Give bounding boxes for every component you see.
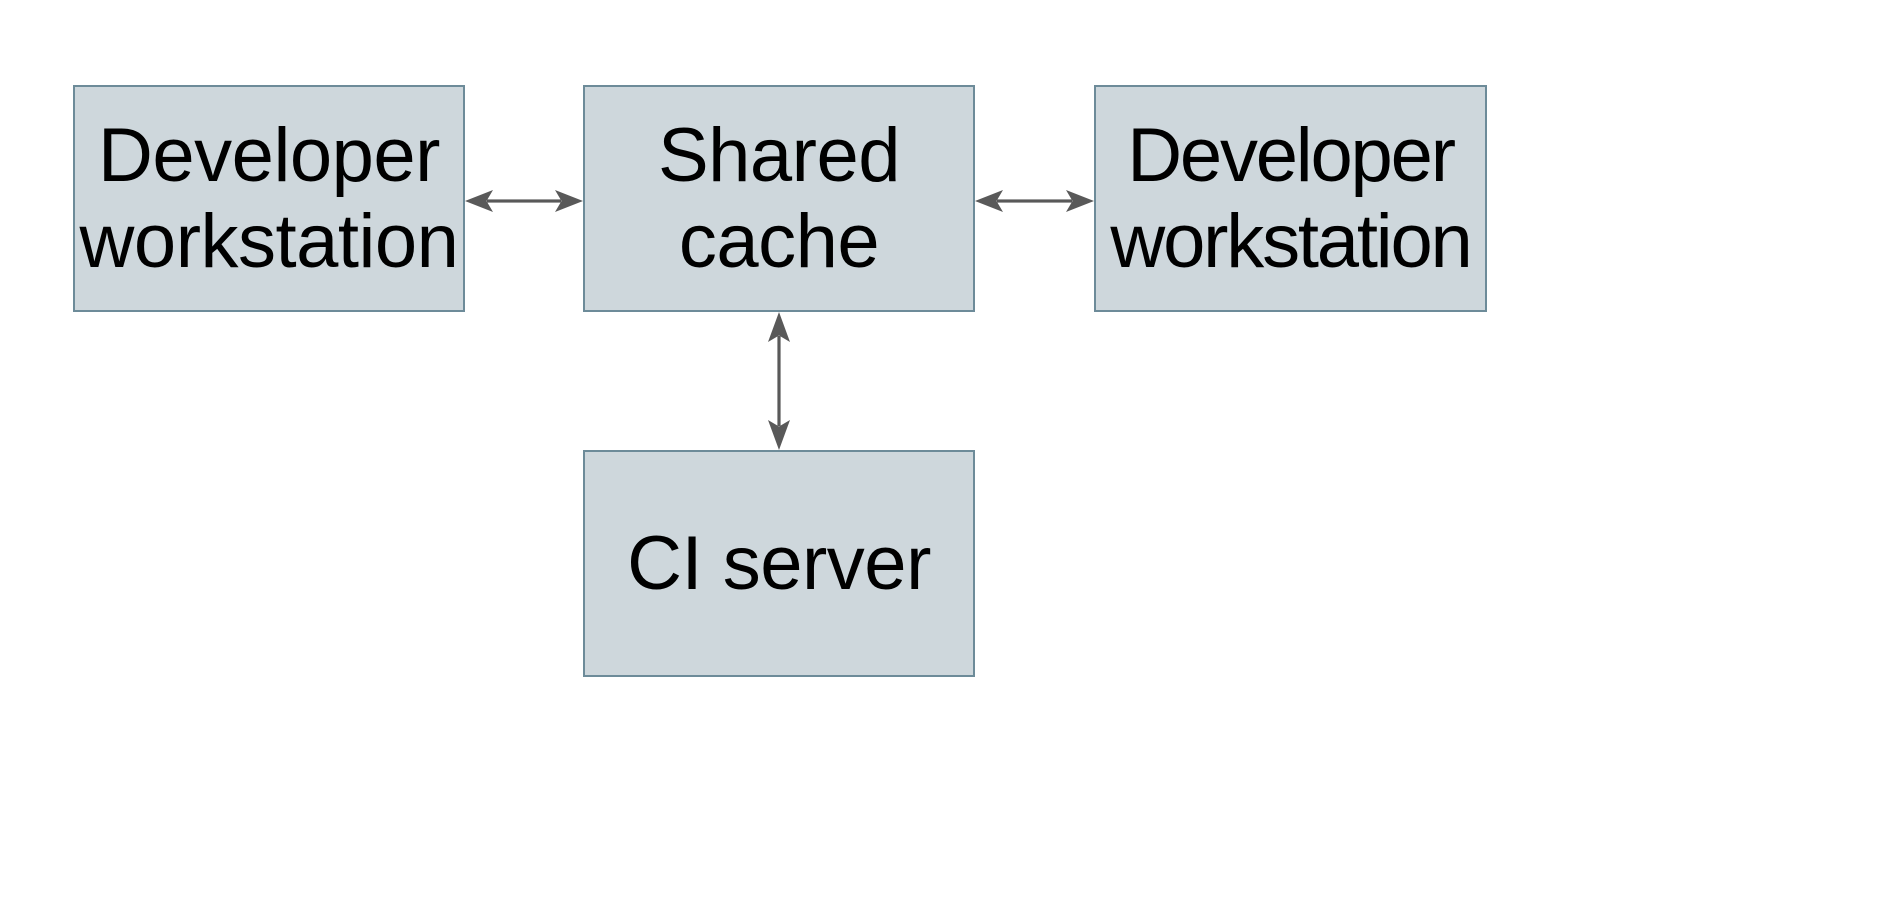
node-dev-workstation-right[interactable]: Developer workstation [1094,85,1487,312]
node-label-ci-server: CI server [627,520,931,606]
node-ci-server[interactable]: CI server [583,450,975,677]
arrow-double-horizontal-left [465,190,583,212]
node-label-dev-workstation-left: Developer workstation [79,113,459,284]
edge-dev-left-to-shared-cache[interactable] [465,183,583,219]
node-shared-cache[interactable]: Shared cache [583,85,975,312]
edge-shared-cache-to-dev-right[interactable] [975,183,1094,219]
node-label-dev-workstation-right: Developer workstation [1110,113,1472,284]
node-dev-workstation-left[interactable]: Developer workstation [73,85,465,312]
edge-shared-cache-to-ci-server[interactable] [761,312,797,450]
arrow-double-horizontal-right [975,190,1094,212]
node-label-shared-cache: Shared cache [657,113,901,284]
arrow-double-vertical [768,312,790,450]
